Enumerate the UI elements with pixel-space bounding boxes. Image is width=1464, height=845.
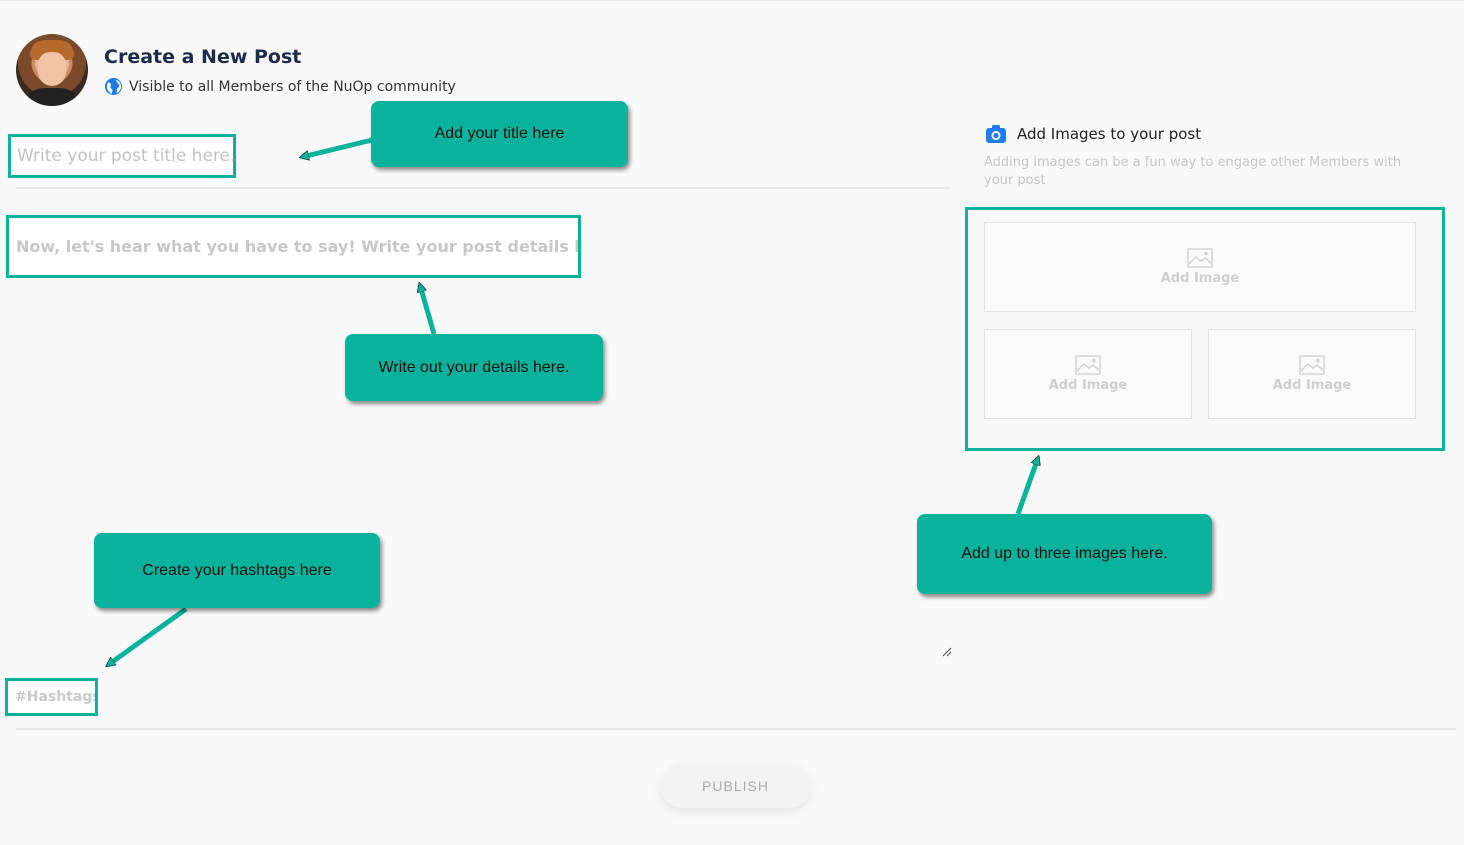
- add-image-label: Add Image: [1048, 378, 1128, 393]
- camera-icon: [986, 125, 1006, 143]
- hashtags-arrow: [108, 606, 188, 665]
- details-arrow: [420, 285, 437, 335]
- publish-button[interactable]: PUBLISH: [660, 764, 811, 808]
- hashtags-input[interactable]: #Hashtags:: [5, 678, 98, 716]
- globe-icon: [104, 77, 123, 96]
- image-placeholder-icon: [1075, 355, 1101, 375]
- callout-images: Add up to three images here.: [917, 514, 1212, 594]
- images-header-label: Add Images to your post: [1017, 125, 1202, 143]
- callout-hashtags: Create your hashtags here: [94, 533, 380, 608]
- top-border: [0, 0, 1464, 1]
- title-arrow: [302, 137, 373, 157]
- add-image-slot[interactable]: Add Image: [1208, 329, 1416, 419]
- images-help-text: Adding images can be a fun way to engage…: [984, 155, 1402, 188]
- image-placeholder-icon: [1299, 355, 1325, 375]
- page-title: Create a New Post: [104, 46, 302, 68]
- post-title-input[interactable]: Write your post title here.: [8, 134, 236, 178]
- divider: [16, 728, 1456, 730]
- add-image-label: Add Image: [1160, 271, 1240, 286]
- add-image-slot[interactable]: Add Image: [984, 222, 1416, 312]
- resize-handle-icon[interactable]: [942, 647, 952, 657]
- image-upload-area: [965, 207, 1445, 451]
- add-image-label: Add Image: [1272, 378, 1352, 393]
- avatar: [16, 34, 88, 106]
- images-header: Add Images to your post: [985, 124, 1201, 144]
- divider: [16, 187, 951, 189]
- add-image-slot[interactable]: Add Image: [984, 329, 1192, 419]
- post-details-input[interactable]: Now, let's hear what you have to say! Wr…: [6, 215, 581, 278]
- visibility-text: Visible to all Members of the NuOp commu…: [129, 78, 456, 95]
- callout-details: Write out your details here.: [345, 334, 603, 401]
- image-placeholder-icon: [1187, 248, 1213, 268]
- callout-title: Add your title here: [371, 101, 628, 167]
- visibility-info: Visible to all Members of the NuOp commu…: [104, 77, 456, 96]
- images-arrow: [1015, 458, 1038, 515]
